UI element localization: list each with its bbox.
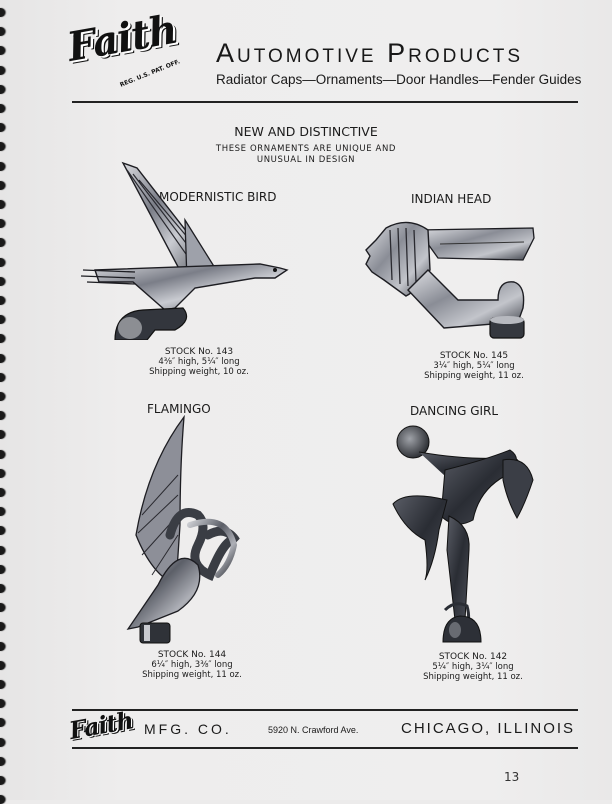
binding-hole — [0, 65, 5, 75]
binding-hole — [0, 660, 5, 670]
binding-hole — [0, 468, 5, 478]
shipping-weight: Shipping weight, 10 oz. — [149, 367, 249, 377]
flamingo-ornament-icon — [126, 415, 240, 644]
product-categories: Radiator Caps—Ornaments—Door Handles—Fen… — [216, 72, 582, 87]
binding-hole — [0, 526, 5, 536]
binding-hole — [0, 8, 5, 17]
binding-hole — [0, 641, 5, 651]
company-city: CHICAGO, ILLINOIS — [401, 720, 576, 737]
description-line: UNUSUAL IN DESIGN — [256, 155, 356, 165]
binding-hole — [0, 238, 5, 248]
description-line: THESE ORNAMENTS ARE UNIQUE AND — [215, 144, 397, 154]
footer-bottom-divider — [72, 747, 578, 749]
binding-hole — [0, 276, 5, 286]
binding-hole — [0, 737, 5, 747]
binding-hole — [0, 353, 5, 363]
indian-head-ornament-icon — [365, 221, 535, 339]
binding-hole — [0, 545, 5, 555]
binding-hole — [0, 200, 5, 209]
header-divider — [72, 101, 578, 103]
binding-hole — [0, 296, 5, 305]
product-title: MODERNISTIC BIRD — [159, 190, 277, 204]
faith-logo: Faith — [63, 5, 181, 71]
section-description: THESE ORNAMENTS ARE UNIQUE AND UNUSUAL I… — [0, 144, 612, 166]
binding-hole — [0, 564, 5, 574]
product-specs: STOCK No. 142 5¼″ high, 3¼″ long Shippin… — [393, 652, 553, 682]
footer-top-divider — [72, 709, 578, 711]
stock-number: STOCK No. 142 — [438, 652, 508, 662]
binding-hole — [0, 315, 5, 325]
binding-hole — [0, 488, 5, 497]
bird-ornament-icon — [80, 161, 289, 340]
shipping-weight: Shipping weight, 11 oz. — [142, 670, 242, 680]
spiral-binding — [0, 0, 6, 804]
product-specs: STOCK No. 144 6¼″ high, 3⅜″ long Shippin… — [112, 650, 272, 680]
binding-hole — [0, 756, 5, 766]
binding-hole — [0, 392, 5, 401]
binding-hole — [0, 622, 5, 632]
product-title: INDIAN HEAD — [411, 192, 492, 206]
binding-hole — [0, 219, 5, 229]
binding-hole — [0, 46, 5, 56]
page-number: 13 — [504, 770, 520, 784]
binding-hole — [0, 334, 5, 344]
binding-hole — [0, 699, 5, 709]
product-title: DANCING GIRL — [410, 404, 499, 418]
product-title: FLAMINGO — [147, 402, 211, 416]
binding-hole — [0, 180, 5, 190]
company-address: 5920 N. Crawford Ave. — [268, 725, 359, 735]
binding-hole — [0, 161, 5, 171]
product-dimensions: 3¼″ high, 5¼″ long — [433, 361, 515, 371]
shipping-weight: Shipping weight, 11 oz. — [424, 371, 524, 381]
dancing-girl-ornament-icon — [392, 425, 534, 643]
binding-hole — [0, 680, 5, 689]
faith-footer-logo: Faith — [66, 705, 135, 745]
stock-number: STOCK No. 143 — [164, 347, 234, 357]
logo-registration-mark: REG. U.S. PAT. OFF. — [119, 58, 182, 89]
binding-hole — [0, 84, 5, 94]
product-specs: STOCK No. 145 3¼″ high, 5¼″ long Shippin… — [394, 351, 554, 381]
product-dimensions: 4⅜″ high, 5¼″ long — [158, 357, 240, 367]
stock-number: STOCK No. 144 — [157, 650, 227, 660]
binding-hole — [0, 27, 5, 37]
binding-hole — [0, 411, 5, 421]
binding-hole — [0, 776, 5, 785]
product-specs: STOCK No. 143 4⅜″ high, 5¼″ long Shippin… — [119, 347, 279, 377]
stock-number: STOCK No. 145 — [439, 351, 509, 361]
shipping-weight: Shipping weight, 11 oz. — [423, 672, 523, 682]
binding-hole — [0, 449, 5, 459]
binding-hole — [0, 142, 5, 152]
product-dimensions: 6¼″ high, 3⅜″ long — [151, 660, 233, 670]
binding-hole — [0, 584, 5, 593]
binding-hole — [0, 104, 5, 113]
company-name: MFG. CO. — [144, 721, 232, 737]
binding-hole — [0, 603, 5, 613]
product-dimensions: 5¼″ high, 3¼″ long — [432, 662, 514, 672]
binding-hole — [0, 507, 5, 517]
binding-hole — [0, 372, 5, 382]
binding-hole — [0, 257, 5, 267]
section-heading: NEW AND DISTINCTIVE — [234, 124, 378, 139]
binding-hole — [0, 718, 5, 728]
page-title: Automotive Products — [216, 38, 524, 68]
binding-hole — [0, 123, 5, 133]
binding-hole — [0, 430, 5, 440]
